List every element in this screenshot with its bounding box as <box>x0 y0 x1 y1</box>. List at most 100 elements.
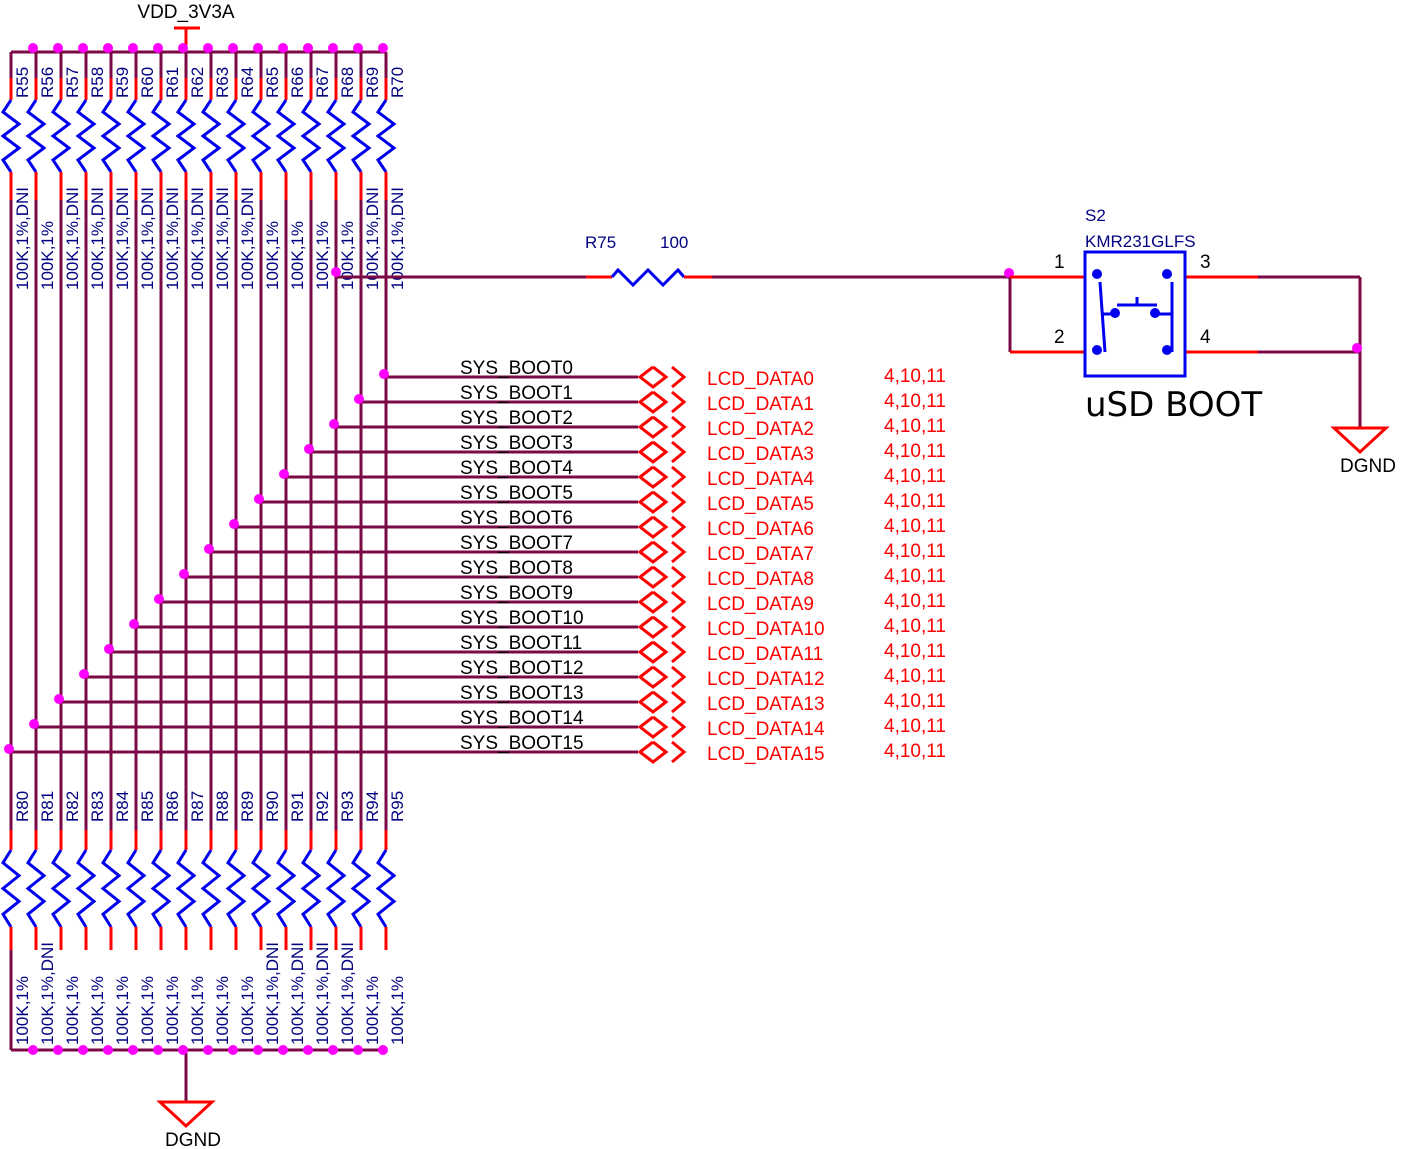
net-label: SYS_BOOT11 <box>460 633 582 654</box>
net-label: SYS_BOOT4 <box>460 458 573 479</box>
offpage-connector <box>637 440 669 464</box>
net-label: SYS_BOOT15 <box>460 733 584 754</box>
resistor-r91[interactable]: R91 100K,1%,DNI <box>275 760 313 1055</box>
junction-dot <box>303 43 313 53</box>
junction-r75-tap <box>331 267 341 277</box>
resistor-ref: R57 <box>63 67 82 98</box>
port-label: LCD_DATA8 <box>707 569 814 590</box>
resistor-ref: R70 <box>388 67 407 98</box>
junction-dot <box>353 43 363 53</box>
junction-dot <box>378 1045 388 1055</box>
junction-dot <box>328 1045 338 1055</box>
resistor-ref: R80 <box>13 791 32 822</box>
resistor-value: 100K,1% <box>263 221 282 290</box>
resistor-value: 100K,1% <box>63 976 82 1045</box>
junction-switch-gnd <box>1352 343 1362 353</box>
port-label: LCD_DATA1 <box>707 394 814 415</box>
resistor-r89[interactable]: R89 100K,1% <box>225 760 263 1055</box>
junction-dot <box>28 43 38 53</box>
offpage-connector <box>637 640 669 664</box>
switch-ref: S2 <box>1085 206 1106 225</box>
offpage-connector <box>637 540 669 564</box>
offpage-connector <box>637 490 669 514</box>
offpage-connector <box>637 465 669 489</box>
resistor-ref: R89 <box>238 791 257 822</box>
offpage-connector <box>637 565 669 589</box>
resistor-value: 100K,1%,DNI <box>288 942 307 1045</box>
resistor-ref: R58 <box>88 67 107 98</box>
switch-pin-1: 1 <box>1054 252 1065 273</box>
junction-dot <box>178 43 188 53</box>
port-label: LCD_DATA15 <box>707 744 825 765</box>
page-references: 4,10,11 <box>884 566 946 587</box>
resistor-r75[interactable]: R75 100 <box>331 233 1010 288</box>
page-references: 4,10,11 <box>884 591 946 612</box>
page-references: 4,10,11 <box>884 466 946 487</box>
resistor-ref: R61 <box>163 67 182 98</box>
resistor-value: 100K,1% <box>113 976 132 1045</box>
offpage-connector <box>637 715 669 739</box>
junction-dot <box>254 494 264 504</box>
switch-s2[interactable]: S2 KMR231GLFS 1 2 3 4 uSD BOOT <box>1004 206 1362 428</box>
resistor-ref: R95 <box>388 791 407 822</box>
junction-dot <box>28 1045 38 1055</box>
resistor-value: 100K,1% <box>38 221 57 290</box>
resistor-ref: R91 <box>288 791 307 822</box>
resistor-ref: R90 <box>263 791 282 822</box>
resistor-value: 100K,1% <box>238 976 257 1045</box>
ground-symbol-bottom: DGND <box>156 1100 221 1149</box>
junction-dot <box>154 594 164 604</box>
resistor-value: 100K,1%,DNI <box>238 187 257 290</box>
switch-pin-4: 4 <box>1200 327 1211 348</box>
net-label: SYS_BOOT14 <box>460 708 584 729</box>
